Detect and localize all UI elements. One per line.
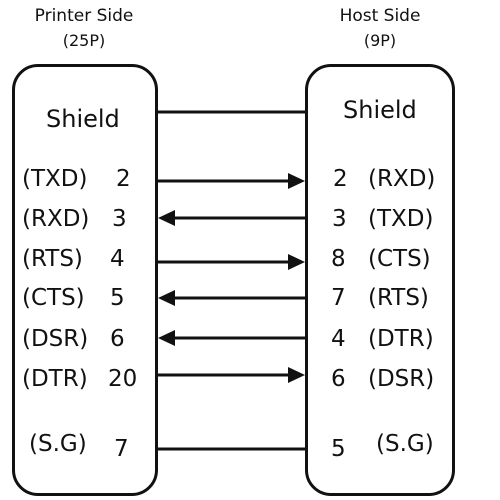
host-signal-txd: (TXD) [368,206,434,232]
printer-pin-3: 3 [112,206,127,232]
printer-pin-4: 4 [110,246,125,272]
wire-group [158,110,305,451]
printer-signal-dtr: (DTR) [22,366,88,392]
host-pin-2: 2 [333,166,348,192]
arrowhead-to-host [288,254,305,270]
printer-signal-dsr: (DSR) [22,326,89,352]
printer-pin-7: 7 [114,436,129,462]
host-pin-7: 7 [331,285,346,311]
printer-pin-20: 20 [108,366,138,392]
host-side-title: Host Side [339,6,421,26]
printer-connector-box [12,64,158,496]
host-pin-8: 8 [331,246,346,272]
host-pin-5: 5 [331,436,346,462]
printer-shield-label: Shield [46,105,120,133]
host-signal-dsr: (DSR) [368,366,435,392]
printer-signal-txd: (TXD) [22,166,88,192]
printer-signal-cts: (CTS) [22,285,85,311]
printer-signal-rxd: (RXD) [22,206,90,232]
printer-pin-2: 2 [116,166,131,192]
host-signal-sg: (S.G) [376,431,434,457]
host-signal-rxd: (RXD) [368,166,436,192]
host-side-pin-count: (9P) [363,31,397,50]
host-signal-cts: (CTS) [368,246,431,272]
arrowhead-to-host [288,367,305,383]
printer-signal-rts: (RTS) [22,246,83,272]
host-connector-box [305,64,455,496]
arrowhead-to-printer [158,330,175,346]
host-pin-6: 6 [331,366,346,392]
printer-pin-5: 5 [110,285,125,311]
printer-side-pin-count: (25P) [62,31,106,50]
printer-side-title: Printer Side [34,6,134,26]
host-pin-3: 3 [332,206,347,232]
printer-pin-6: 6 [110,326,125,352]
host-shield-label: Shield [343,96,417,124]
host-signal-dtr: (DTR) [368,326,434,352]
arrowhead-to-printer [158,210,175,226]
host-signal-rts: (RTS) [368,285,429,311]
arrowhead-to-printer [158,290,175,306]
printer-signal-sg: (S.G) [29,431,87,457]
arrowhead-to-host [288,173,305,189]
host-pin-4: 4 [331,326,346,352]
